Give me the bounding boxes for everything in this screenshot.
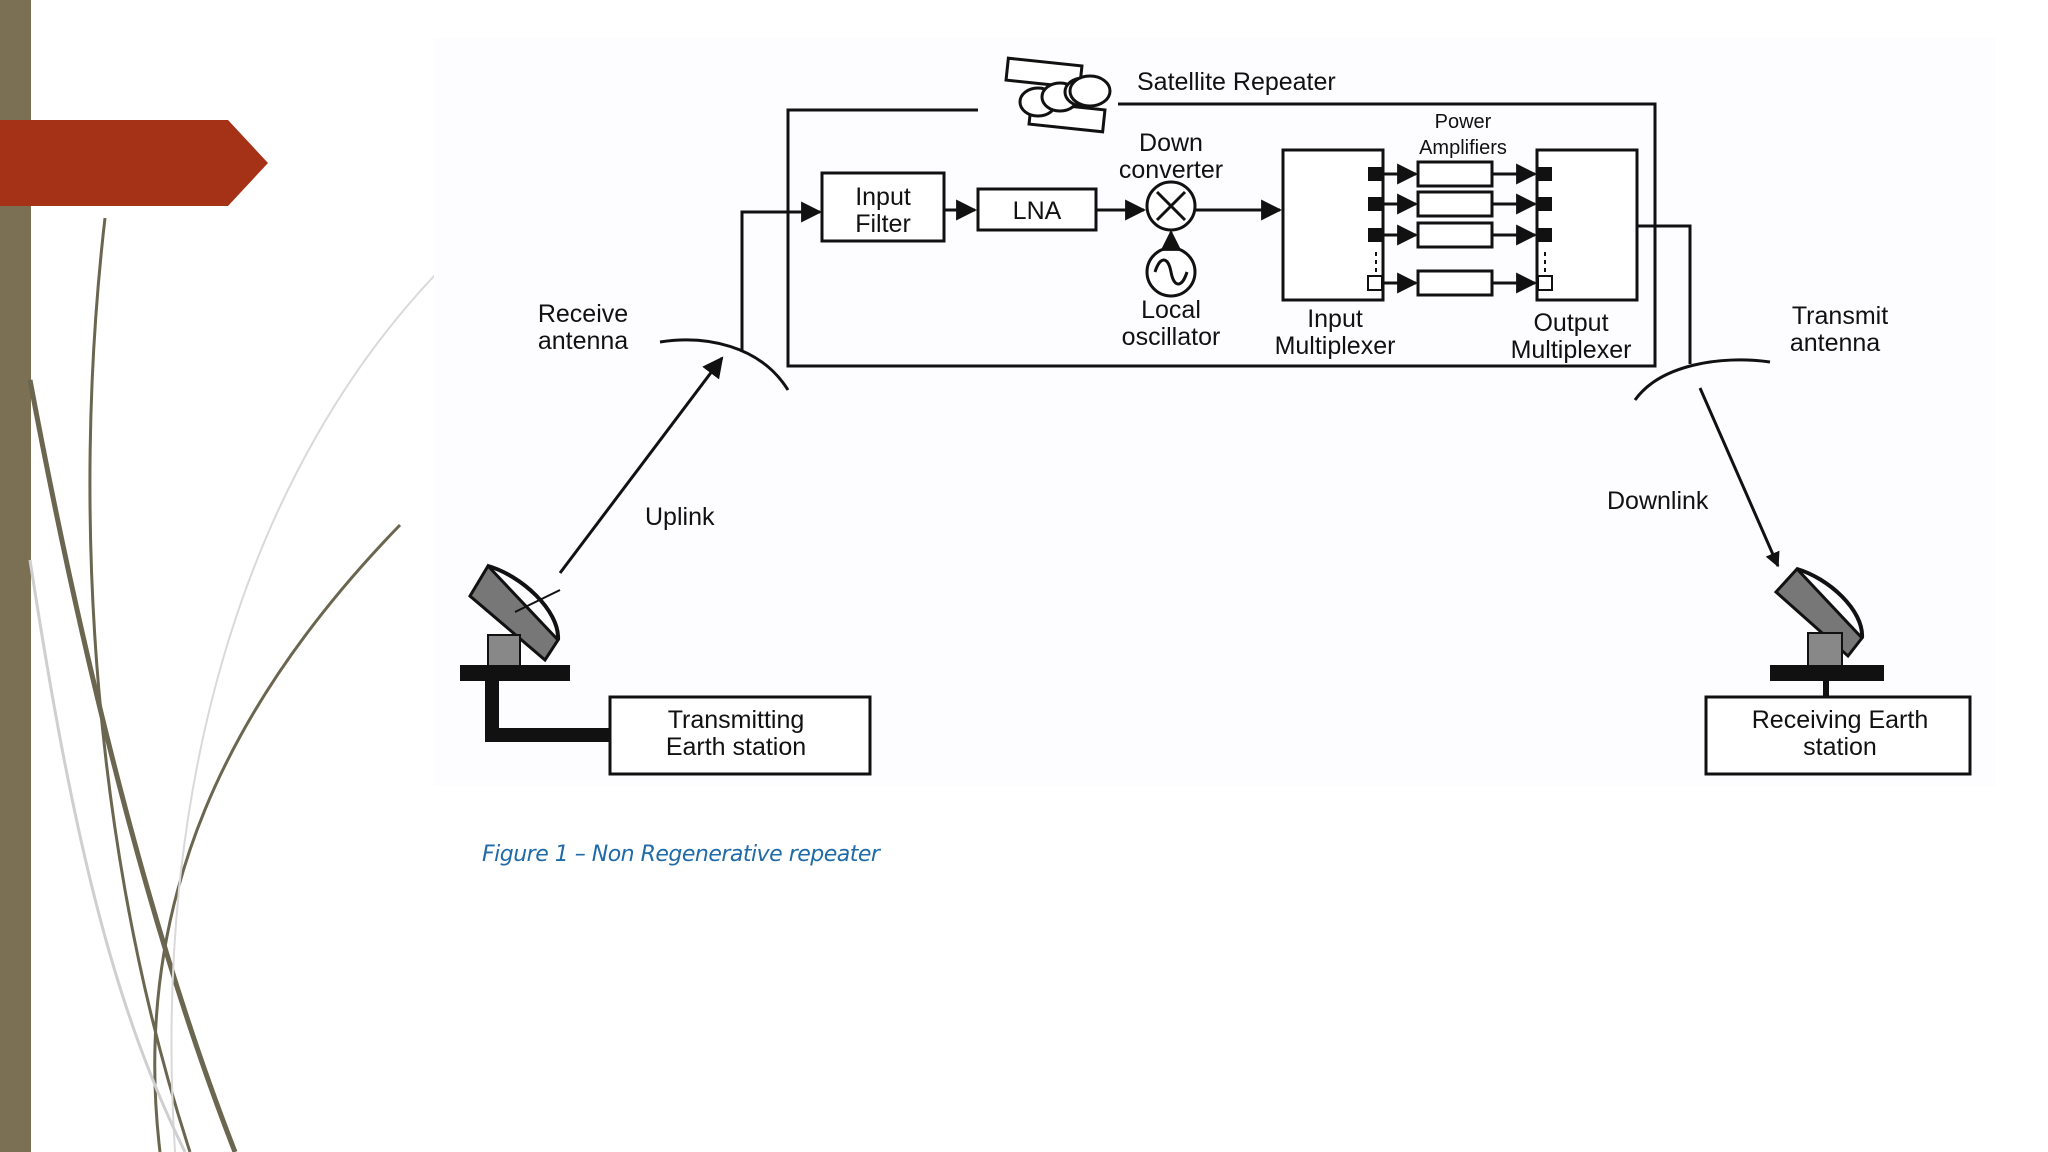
down-converter-label-1: Down (1139, 129, 1203, 157)
transmitting-station-box (608, 695, 872, 776)
decor-curve-2 (27, 379, 238, 1152)
receive-antenna-label-1: Receive (538, 300, 628, 328)
decor-curve-3 (153, 523, 402, 1152)
amplifier-channel-n (1367, 252, 1553, 297)
station-feed-cable (485, 680, 612, 742)
local-oscillator-label-1: Local (1141, 296, 1201, 324)
receiving-station-label-2: station (1803, 733, 1877, 761)
amplifier-channel-1 (1368, 160, 1552, 188)
input-multiplexer-label-1: Input (1307, 305, 1363, 333)
amplifier-channel-3 (1368, 221, 1552, 249)
output-multiplexer-label-1: Output (1533, 309, 1608, 337)
figure-image-panel (434, 38, 1996, 786)
input-multiplexer-label-2: Multiplexer (1275, 332, 1396, 360)
receiving-station-label-1: Receiving Earth (1752, 706, 1928, 734)
receiving-station-box (1704, 695, 1972, 776)
accent-tab (0, 120, 268, 206)
power-amplifier-box (1416, 160, 1494, 188)
accent-tab-shape (0, 120, 268, 206)
local-oscillator-label-2: oscillator (1122, 323, 1221, 351)
input-filter-label-2: Filter (855, 210, 911, 238)
transmitting-station-label-2: Earth station (666, 733, 806, 761)
power-amplifier-box (1416, 190, 1494, 218)
transmit-dish-icon (460, 563, 570, 681)
receive-antenna-arc (659, 338, 790, 391)
decorative-curves (27, 217, 436, 1152)
uplink-label: Uplink (645, 503, 715, 531)
transmitting-station-label-1: Transmitting (668, 706, 805, 734)
downlink-arrow (1698, 387, 1780, 568)
input-signal-line (740, 201, 823, 352)
satellite-icon (1004, 56, 1112, 134)
repeater-enclosure (786, 102, 1657, 368)
decor-curve-4 (170, 274, 436, 1152)
power-amplifiers-label-2: Amplifiers (1419, 137, 1507, 159)
transmit-antenna-label-1: Transmit (1792, 302, 1888, 330)
mixer-icon (1145, 180, 1197, 232)
amplifier-channel-2 (1368, 190, 1552, 218)
decor-curve-1 (88, 217, 192, 1152)
satellite-repeater-label: Satellite Repeater (1137, 68, 1336, 96)
input-filter-label-1: Input (855, 183, 911, 211)
power-amplifier-box (1416, 269, 1494, 297)
lna-label: LNA (1013, 197, 1062, 225)
power-amplifier-box (1416, 221, 1494, 249)
output-multiplexer-box (1535, 148, 1639, 302)
transmit-antenna-label-2: antenna (1790, 329, 1880, 357)
receive-dish-icon (1770, 566, 1884, 697)
output-signal-line (1637, 224, 1692, 364)
down-converter-label-2: converter (1119, 156, 1223, 184)
power-amplifiers-label-1: Power (1435, 111, 1492, 133)
uplink-arrow (558, 356, 724, 574)
transmit-antenna-arc (1633, 358, 1771, 401)
input-multiplexer-box (1281, 148, 1385, 302)
figure-caption: Figure 1 – Non Regenerative repeater (482, 842, 880, 867)
receive-antenna-label-2: antenna (538, 327, 628, 355)
oscillator-icon (1145, 246, 1197, 298)
output-multiplexer-label-2: Multiplexer (1511, 336, 1632, 364)
input-filter-box (820, 171, 946, 243)
decor-curve-5 (28, 559, 187, 1152)
lna-box (976, 187, 1098, 232)
downlink-label: Downlink (1607, 487, 1709, 515)
